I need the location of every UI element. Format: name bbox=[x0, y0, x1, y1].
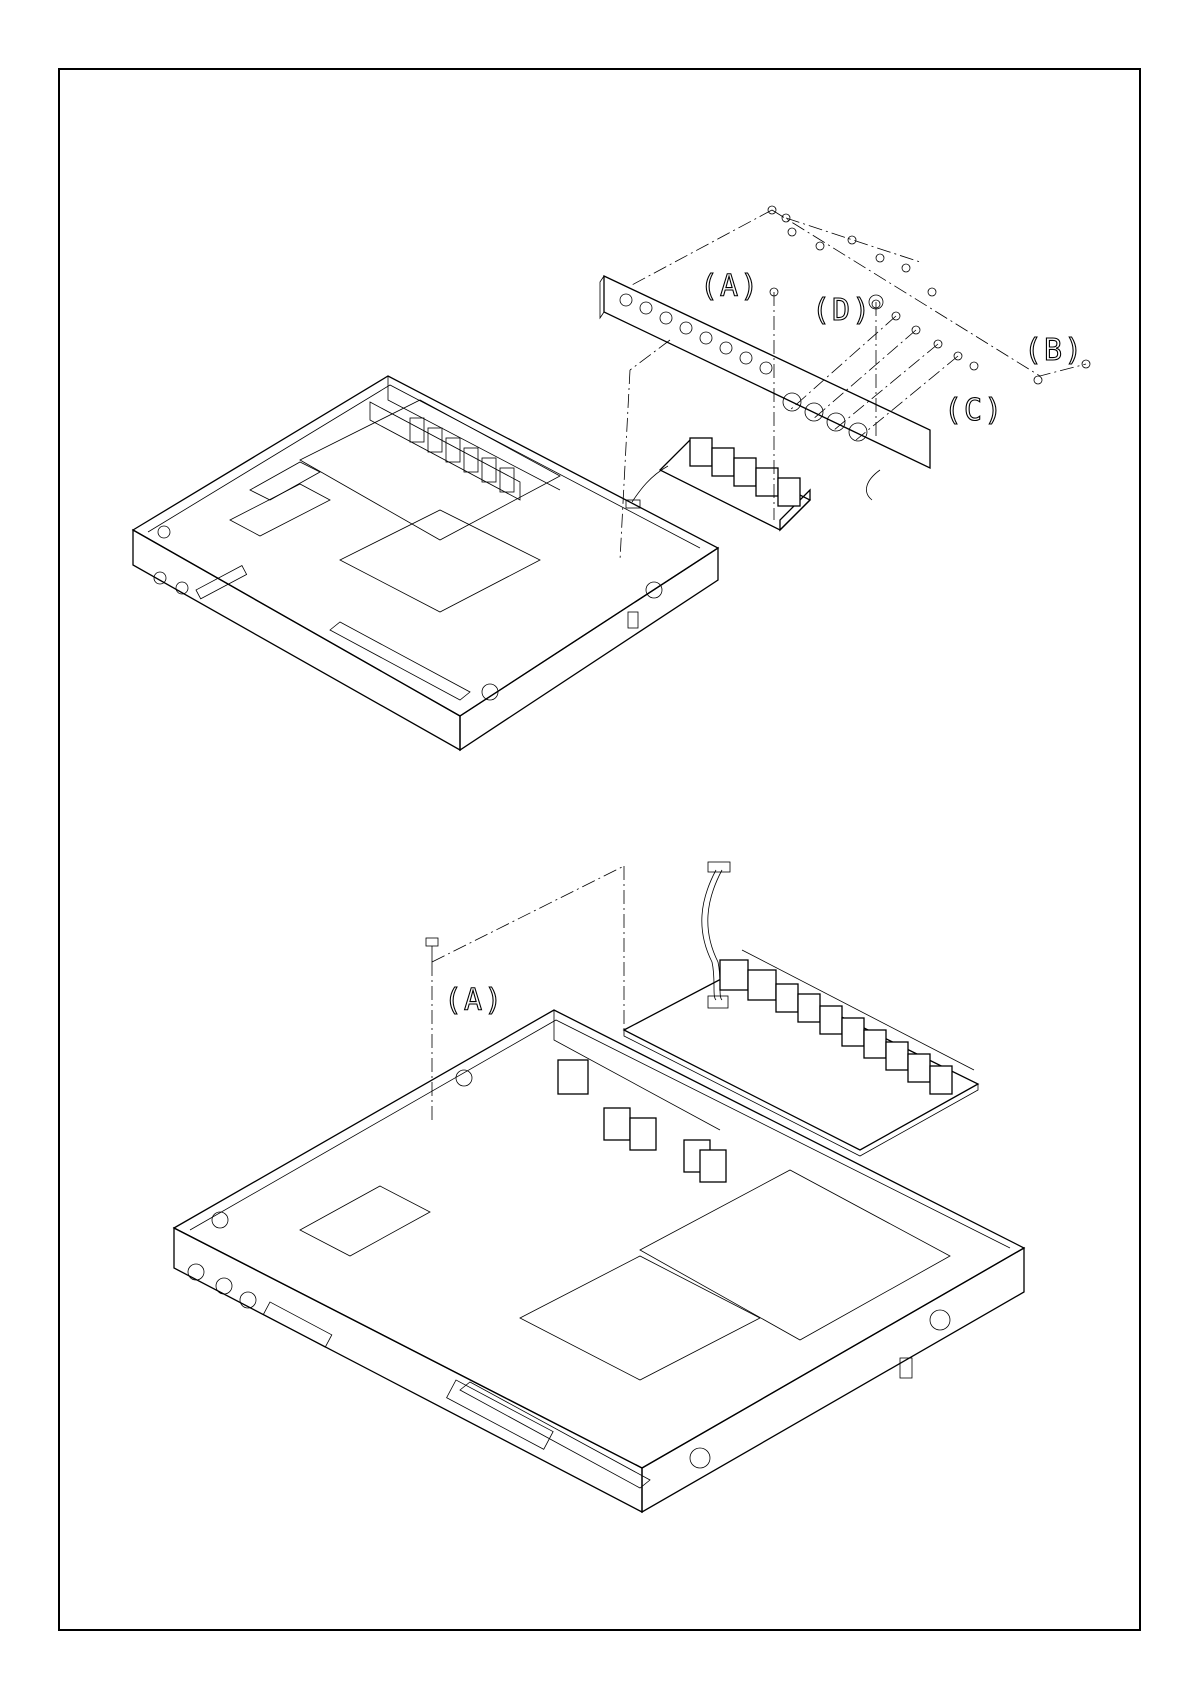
jack-pcb-bottom bbox=[624, 862, 978, 1156]
chassis-bottom bbox=[174, 1010, 1024, 1512]
front-jacks-bottom bbox=[558, 1060, 726, 1182]
screw-a-bottom bbox=[426, 938, 438, 962]
callout-a-bottom: (A) bbox=[444, 983, 504, 1018]
